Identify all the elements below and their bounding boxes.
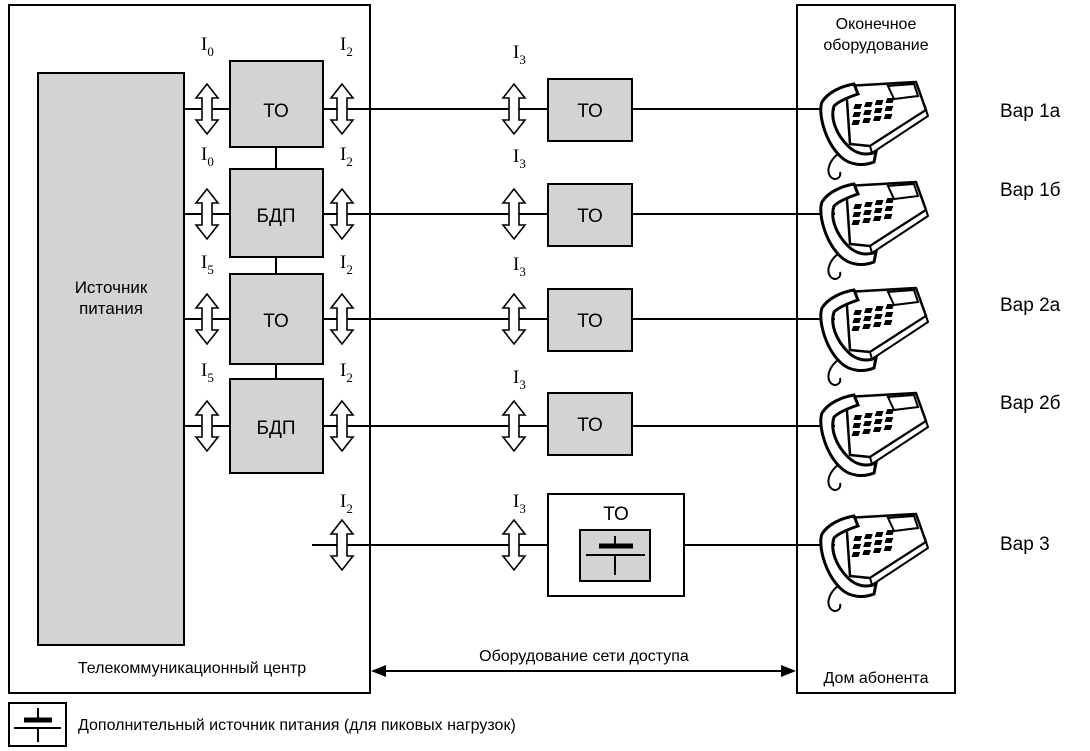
battery-icon [579,529,651,582]
current-label-I2: I2 [340,252,353,277]
current-label-I3: I3 [513,42,526,67]
bdp-label: БДП [257,418,296,439]
variant-label: Вар 3 [1000,534,1050,555]
current-label-I5: I5 [201,252,214,277]
current-label-I3: I3 [513,146,526,171]
bdp-block [229,378,324,474]
terminal-equipment-label-2: оборудование [823,37,928,54]
to-block [229,60,324,148]
current-label-I2: I2 [340,144,353,169]
current-label-I0: I0 [201,34,214,59]
to-label: ТО [577,415,603,436]
to-label: ТО [263,311,289,332]
to-label: ТО [263,101,289,122]
variant-label: Вар 1б [1000,180,1061,201]
variant-label: Вар 2а [1000,295,1061,316]
bdp-label: БДП [257,206,296,227]
to-block [547,183,633,247]
to-block [547,392,633,456]
access-network-label: Оборудование сети доступа [479,648,689,665]
to-label: ТО [577,311,603,332]
terminal-equipment-label-1: Оконечное [836,16,917,33]
variant-label: Вар 1а [1000,101,1061,122]
current-label-I2: I2 [340,34,353,59]
to-block [229,273,324,365]
current-label-I3: I3 [513,367,526,392]
legend-text: Дополнительный источник питания (для пик… [78,717,516,734]
variant-label: Вар 2б [1000,393,1061,414]
power-source-label-1: Источник [75,278,148,297]
current-label-I3: I3 [513,254,526,279]
to-label: ТО [603,504,629,525]
to-label: ТО [577,206,603,227]
access-network-arrow [371,665,796,677]
telecom-center-label: Телекоммуникационный центр [78,660,306,677]
power-source-block [37,72,185,646]
power-source-label-2: питания [79,299,143,318]
current-label-I2: I2 [340,491,353,516]
bdp-block [229,168,324,258]
current-label-I2: I2 [340,360,353,385]
subscriber-home-label: Дом абонента [824,670,929,687]
legend-battery-icon [8,702,67,747]
to-label: ТО [577,101,603,122]
current-label-I0: I0 [201,144,214,169]
current-label-I5: I5 [201,360,214,385]
current-label-I3: I3 [513,491,526,516]
